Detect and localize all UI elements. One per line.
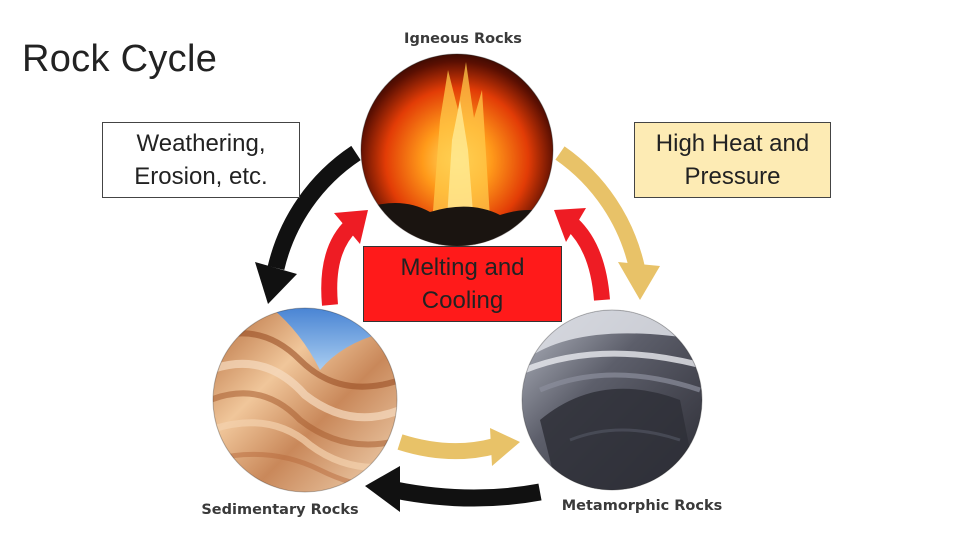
arrow-metamorphic-to-sedimentary [365, 466, 542, 512]
arrow-igneous-to-metamorphic [555, 146, 660, 300]
sedimentary-rock-image [212, 307, 398, 493]
igneous-rocks-label: Igneous Rocks [404, 31, 522, 47]
arrow-sedimentary-to-metamorphic [397, 428, 520, 466]
arrow-igneous-to-sedimentary [255, 145, 361, 304]
melting-cooling-box: Melting and Cooling [363, 246, 562, 322]
igneous-rock-image [360, 53, 554, 247]
metamorphic-rocks-label: Metamorphic Rocks [562, 498, 723, 514]
weathering-erosion-box: Weathering, Erosion, etc. [102, 122, 300, 198]
slide-title: Rock Cycle [22, 38, 218, 80]
arrow-sedimentary-to-igneous [321, 210, 368, 306]
metamorphic-rock-image [521, 309, 703, 491]
arrow-metamorphic-to-igneous [554, 208, 610, 301]
high-heat-pressure-box: High Heat and Pressure [634, 122, 831, 198]
sedimentary-rocks-label: Sedimentary Rocks [201, 502, 358, 518]
